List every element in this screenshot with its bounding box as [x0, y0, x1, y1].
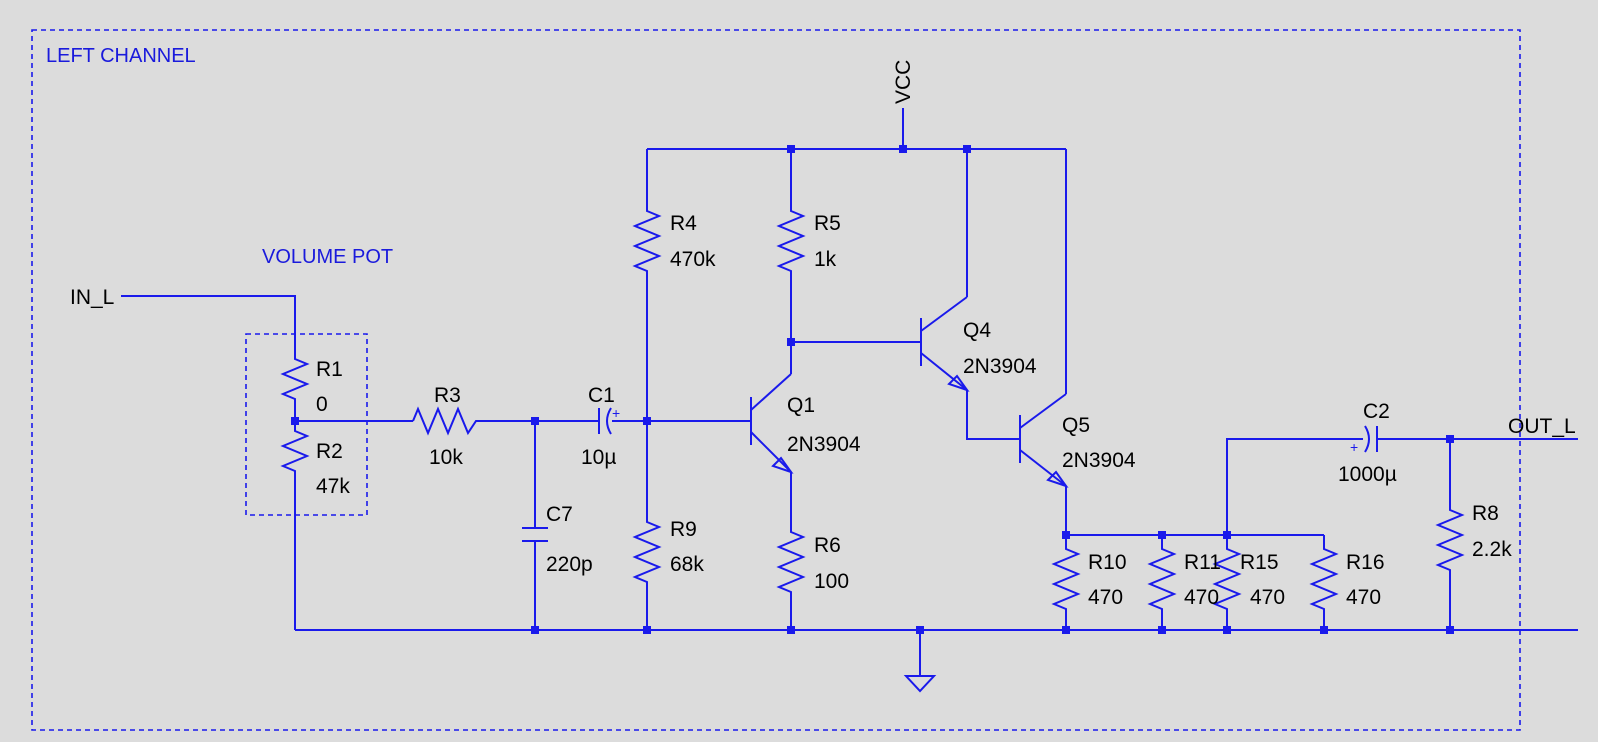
q4-ref: Q4 — [963, 319, 991, 342]
r1-ref: R1 — [316, 358, 343, 381]
junctions — [291, 145, 1454, 634]
q1-value: 2N3904 — [787, 433, 861, 456]
r8-ref: R8 — [1472, 502, 1499, 525]
r4-symbol[interactable] — [632, 206, 662, 274]
r5-value: 1k — [814, 248, 837, 271]
r6-symbol[interactable] — [776, 527, 806, 595]
c2-value: 1000µ — [1338, 463, 1397, 486]
r4-value: 470k — [670, 248, 716, 271]
r11-ref: R11 — [1184, 551, 1221, 574]
volume-pot-frame — [245, 333, 368, 516]
r16-symbol[interactable] — [1309, 544, 1339, 612]
r10-ref: R10 — [1088, 551, 1127, 574]
c1-ref: C1 — [588, 384, 615, 407]
c2-symbol[interactable] — [1364, 425, 1381, 453]
r5-symbol[interactable] — [776, 206, 806, 274]
r9-value: 68k — [670, 553, 704, 576]
r11-symbol[interactable] — [1147, 544, 1177, 612]
r3-ref: R3 — [434, 384, 461, 407]
q4-symbol[interactable] — [920, 296, 970, 392]
r15-symbol[interactable] — [1212, 544, 1242, 612]
r15-value: 470 — [1250, 586, 1285, 609]
r15-ref: R15 — [1240, 551, 1279, 574]
q4-value: 2N3904 — [963, 355, 1037, 378]
r16-value: 470 — [1346, 586, 1381, 609]
r8-symbol[interactable] — [1435, 505, 1465, 573]
r5-ref: R5 — [814, 212, 841, 235]
r9-symbol[interactable] — [632, 517, 662, 585]
r1-value: 0 — [316, 393, 328, 416]
r2-symbol[interactable] — [280, 421, 310, 490]
c2-polarity-mark: + — [1350, 439, 1358, 455]
r16-ref: R16 — [1346, 551, 1385, 574]
q5-ref: Q5 — [1062, 414, 1090, 437]
net-vcc-label: VCC — [892, 60, 915, 104]
c1-value: 10µ — [581, 446, 616, 469]
net-in-label: IN_L — [70, 286, 114, 309]
c1-polarity-mark: + — [612, 405, 620, 421]
c7-value: 220p — [546, 553, 593, 576]
q1-ref: Q1 — [787, 394, 815, 417]
ground-symbol — [903, 675, 937, 693]
r3-value: 10k — [429, 446, 463, 469]
q5-symbol[interactable] — [1019, 393, 1069, 488]
q5-value: 2N3904 — [1062, 449, 1136, 472]
c7-ref: C7 — [546, 503, 573, 526]
r6-ref: R6 — [814, 534, 841, 557]
r9-ref: R9 — [670, 518, 697, 541]
r2-ref: R2 — [316, 440, 343, 463]
r10-symbol[interactable] — [1051, 544, 1081, 612]
left-channel-title: LEFT CHANNEL — [46, 45, 196, 67]
r1-symbol[interactable] — [280, 354, 310, 421]
c7-symbol[interactable] — [522, 527, 548, 542]
r6-value: 100 — [814, 570, 849, 593]
r3-symbol[interactable] — [412, 406, 481, 436]
r2-value: 47k — [316, 475, 350, 498]
c1-symbol[interactable] — [592, 407, 612, 435]
r10-value: 470 — [1088, 586, 1123, 609]
q1-symbol[interactable] — [735, 373, 794, 474]
net-out-label: OUT_L — [1508, 415, 1576, 438]
r11-value: 470 — [1184, 586, 1219, 609]
volume-pot-label: VOLUME POT — [262, 246, 393, 268]
left-channel-frame — [31, 29, 1521, 731]
r4-ref: R4 — [670, 212, 697, 235]
c2-ref: C2 — [1363, 400, 1390, 423]
r8-value: 2.2k — [1472, 538, 1512, 561]
